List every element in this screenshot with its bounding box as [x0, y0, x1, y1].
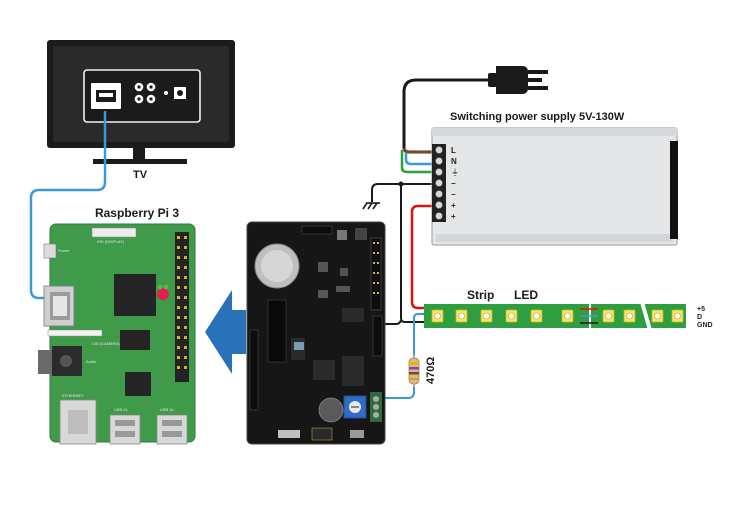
- psu-terminal-plus-1: +: [451, 201, 456, 210]
- hdmi-cable: [29, 111, 107, 300]
- raspberry-pi-board: Raspberry Pi 3 DSI (DISPLAY) Power CSI (…: [38, 206, 196, 445]
- psu-terminal-ground: ⏚: [451, 168, 459, 177]
- tv: TV: [47, 40, 235, 181]
- strip-pin-d: D: [697, 314, 702, 321]
- power-plug: [488, 66, 548, 94]
- svg-text:ETHERNET: ETHERNET: [62, 393, 84, 398]
- svg-text:Audio: Audio: [86, 359, 97, 364]
- raspberry-pi-label: Raspberry Pi 3: [95, 206, 179, 220]
- tv-label: TV: [133, 169, 148, 181]
- strip-pin-gnd: GND: [697, 322, 713, 329]
- led-strip: Strip LED +5 D GND: [424, 288, 713, 331]
- power-supply-label: Switching power supply 5V-130W: [450, 111, 625, 123]
- strip-label: Strip: [467, 288, 494, 302]
- controller-shield: [246, 221, 386, 445]
- psu-terminal-l: L: [451, 146, 456, 155]
- direction-arrow: [205, 290, 246, 374]
- power-wire-red: [410, 204, 432, 310]
- data-wire: [413, 313, 428, 356]
- psu-terminal-minus-2: −: [451, 190, 456, 199]
- svg-text:USB 2x: USB 2x: [114, 407, 128, 412]
- ground-symbol: [362, 202, 380, 210]
- ground-wire: [371, 183, 432, 202]
- svg-text:DSI (DISPLAY): DSI (DISPLAY): [97, 239, 125, 244]
- svg-text:CSI (CAMERA): CSI (CAMERA): [92, 341, 120, 346]
- resistor-label: 470Ω: [425, 357, 437, 384]
- svg-text:Power: Power: [58, 248, 70, 253]
- psu-terminal-minus-1: −: [451, 179, 456, 188]
- psu-terminal-n: N: [451, 157, 457, 166]
- svg-text:USB 2x: USB 2x: [160, 407, 174, 412]
- power-supply: Switching power supply 5V-130W L N ⏚ − −…: [431, 111, 678, 246]
- psu-terminal-plus-2: +: [451, 212, 456, 221]
- led-label: LED: [514, 288, 538, 302]
- strip-pin-5v: +5: [697, 306, 705, 313]
- resistor-470: 470Ω: [408, 354, 437, 388]
